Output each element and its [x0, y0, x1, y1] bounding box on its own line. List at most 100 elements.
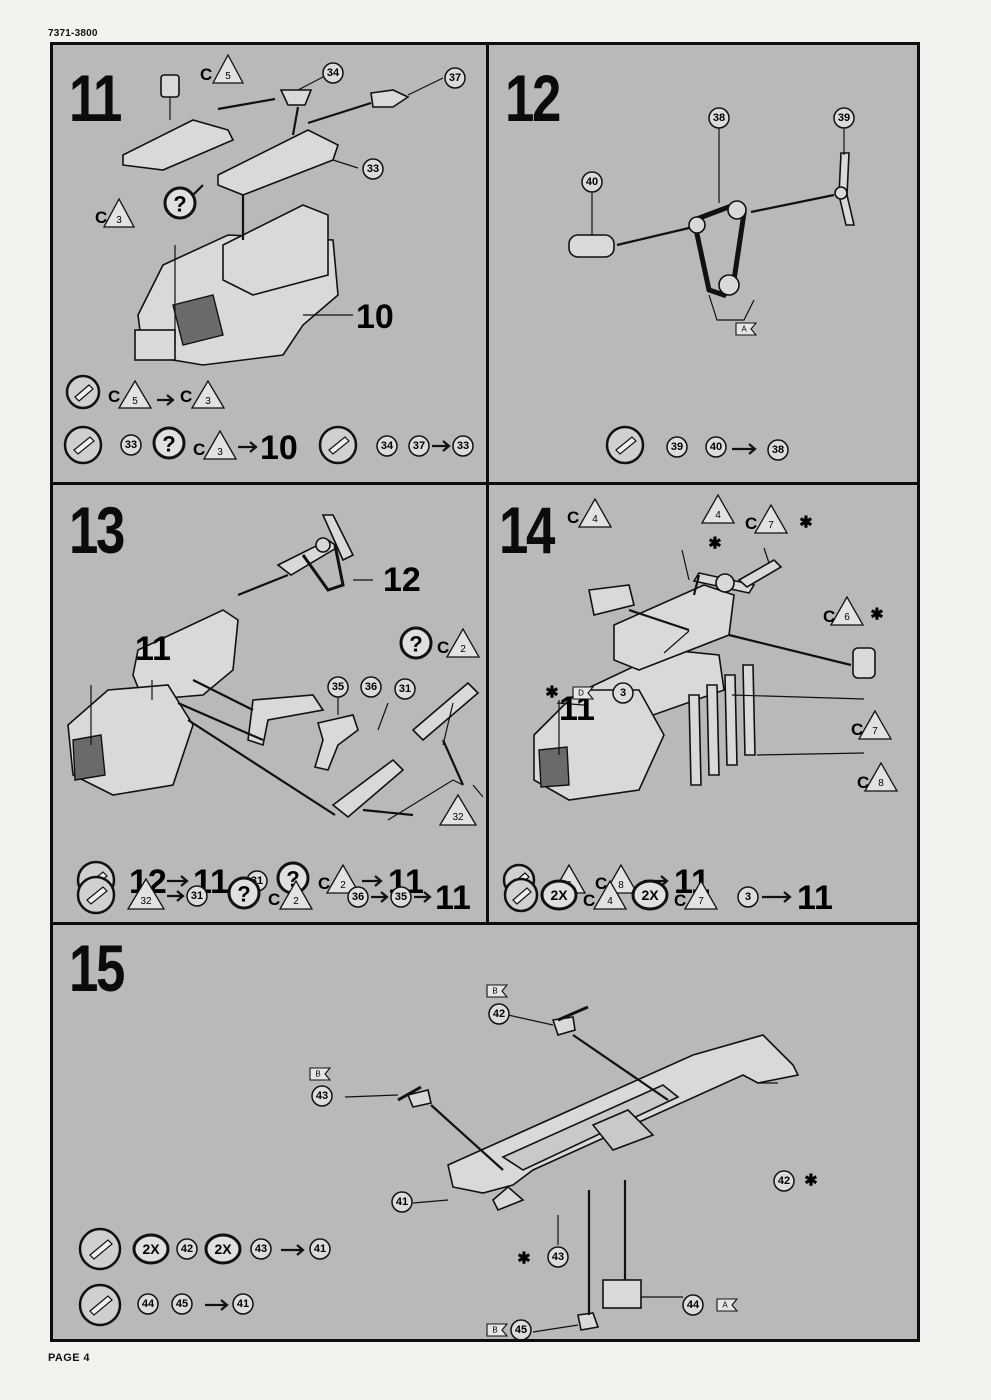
legend-callout-43: 43 [250, 1238, 272, 1260]
c-label: C [745, 514, 757, 533]
triangle-ref-icon [190, 379, 226, 409]
side-plate-drawing [411, 681, 480, 742]
svg-text:38: 38 [713, 112, 725, 124]
two-x-badge: 2X [132, 1233, 170, 1265]
svg-text:33: 33 [367, 163, 379, 175]
legend-big-ref-11: 11 [435, 879, 471, 917]
pulley-drawing [718, 274, 740, 296]
svg-text:31: 31 [399, 683, 411, 695]
svg-text:37: 37 [449, 72, 461, 84]
triangle-ref-icon [202, 429, 238, 460]
sprue-flag-icon [735, 322, 758, 336]
triangle-ref-icon [592, 879, 628, 910]
engine-block-drawing [134, 204, 339, 366]
svg-text:38: 38 [772, 444, 784, 456]
legend-callout-40: 40 [705, 436, 727, 458]
triangle-ref-icon [278, 879, 314, 910]
step-13-diagram: 12 11 35 36 31 ? C 2 32 12 11 31 ? C 2 [67, 514, 484, 901]
sprue-flag-icon [572, 686, 595, 700]
legend-c: C [108, 387, 120, 406]
legend-callout-42: 42 [176, 1238, 198, 1260]
distributor-drawing [160, 74, 180, 120]
legend-arrow [238, 441, 258, 453]
triangle-ref-icon [117, 379, 153, 409]
two-x-badge: 2X [631, 879, 669, 911]
triangle-ref-icon [683, 879, 719, 910]
tri-ref-32: 32 [452, 812, 464, 823]
step-number: 11 [69, 61, 122, 135]
sprue-flag-icon [486, 1323, 509, 1337]
divider-horizontal-1 [53, 482, 917, 485]
assembly-arrows [192, 97, 372, 240]
svg-text:42: 42 [778, 1175, 790, 1187]
question-mark-icon: ? [227, 876, 261, 910]
two-x-badge: 2X [204, 1233, 242, 1265]
sprue-flag-label: A [722, 1301, 728, 1310]
bracket-drawing [577, 1312, 600, 1331]
step-11-diagram: 34 37 33 10 C 5 C 3 ? C 5 C 3 [63, 53, 474, 467]
legend-tri: 32 [140, 896, 152, 907]
svg-text:44: 44 [687, 1299, 700, 1311]
battery-box-drawing [602, 1279, 642, 1309]
glue-tube-glyph [89, 1295, 113, 1316]
callout-39: 39 [833, 107, 855, 129]
legend-tri: 4 [607, 896, 613, 907]
svg-text:2X: 2X [550, 887, 568, 903]
page-number: PAGE 4 [48, 1352, 90, 1364]
sprue-flag-label: B [492, 987, 497, 996]
c-label: C [437, 638, 449, 657]
glue-tube-glyph [328, 436, 350, 455]
legend-arrow [432, 440, 451, 452]
glue-tube-glyph [512, 887, 532, 905]
step-14-panel: 14 [489, 485, 920, 922]
triangle-ref-icon [829, 595, 865, 626]
assembly-arrows [628, 574, 852, 667]
svg-text:3: 3 [620, 687, 626, 699]
svg-text:34: 34 [327, 67, 340, 79]
glue-tube-glyph [89, 1239, 113, 1260]
svg-text:41: 41 [396, 1196, 408, 1208]
exhaust-pipe-drawing [313, 714, 359, 771]
triangle-ref-icon [863, 761, 899, 792]
callout-37: 37 [444, 67, 466, 89]
legend-arrow [762, 891, 792, 903]
step-number: 14 [499, 493, 555, 567]
svg-text:?: ? [162, 432, 175, 457]
triangle-ref-icon [445, 627, 481, 658]
legend-callout-41: 41 [232, 1293, 254, 1315]
tri-ref-8: 8 [878, 778, 884, 789]
fuel-filter-drawing [852, 647, 876, 679]
triangle-ref-icon [102, 197, 136, 228]
bracket-drawing [708, 294, 755, 321]
air-cleaner-drawing [279, 89, 313, 106]
svg-text:34: 34 [381, 440, 394, 452]
svg-text:31: 31 [191, 890, 203, 902]
legend-callout-36: 36 [347, 886, 369, 908]
legend-arrow [371, 891, 389, 903]
legend-callout-41: 41 [309, 1238, 331, 1260]
svg-text:45: 45 [515, 1324, 527, 1336]
legend-arrow [414, 891, 432, 903]
spring-hanger-drawing [406, 1089, 432, 1108]
legend-tri: 2 [340, 880, 346, 891]
callout-41: 41 [391, 1191, 413, 1213]
legend-tri: 3 [205, 396, 211, 407]
triangle-ref-icon [126, 877, 166, 910]
triangle-ref-icon [700, 493, 736, 524]
legend-arrow [167, 890, 185, 902]
svg-text:37: 37 [413, 440, 425, 452]
step-13-panel: 13 [53, 485, 486, 922]
legend-row-2-strip: 32 31 ? C 2 36 35 11 2X C 4 2X C 7 3 11 [76, 875, 833, 917]
legend-c: C [674, 891, 686, 910]
step-11-panel: 11 [53, 45, 486, 482]
side-plate-drawing [331, 758, 405, 819]
spring-hanger-rod [397, 1085, 422, 1102]
divider-vertical-top [486, 45, 489, 925]
callout-36: 36 [360, 676, 382, 698]
legend-callout-35: 35 [390, 886, 412, 908]
legend-callout-33: 33 [120, 434, 142, 456]
legend-c: C [268, 890, 280, 909]
step-12-panel: 12 38 39 40 [489, 45, 920, 482]
svg-text:33: 33 [125, 439, 137, 451]
assembly-arrow [616, 226, 690, 247]
